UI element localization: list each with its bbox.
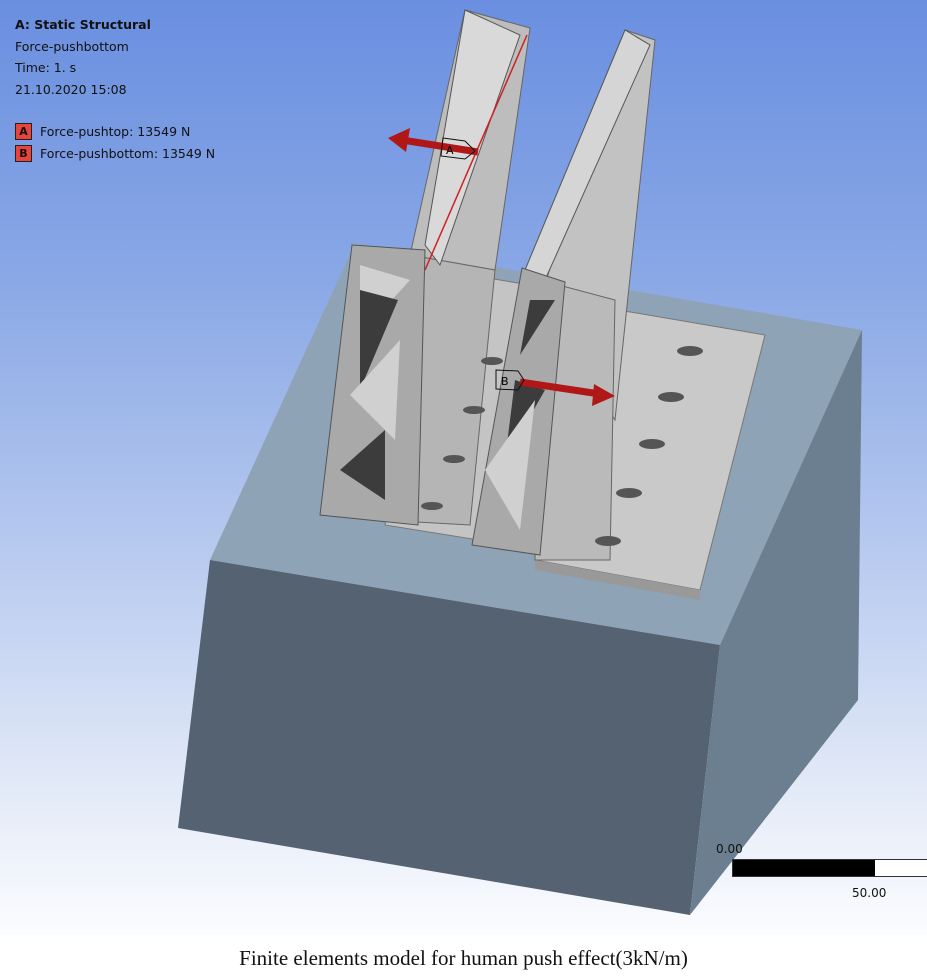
legend-tag-b: B [15, 144, 32, 162]
force-tag-a: A [446, 144, 454, 157]
date-label: 21.10.2020 15:08 [15, 81, 127, 97]
force-tag-b: B [501, 375, 509, 388]
analysis-title: A: Static Structural [15, 17, 151, 32]
bolt-holes [421, 346, 703, 546]
figure-caption: Finite elements model for human push eff… [239, 946, 688, 970]
scale-start: 0.00 [716, 842, 743, 856]
legend-label-a: Force-pushtop: 13549 N [40, 123, 191, 139]
result-name: Force-pushbottom [15, 38, 129, 54]
block-right-face [690, 330, 862, 915]
block-front-face [178, 560, 720, 915]
legend-item-a[interactable]: A Force-pushtop: 13549 N [15, 120, 215, 142]
force-arrow-a: A [388, 128, 479, 160]
model-geometry: A B [178, 9, 862, 915]
legend-tag-a: A [15, 122, 32, 140]
result-info: A: Static Structural Force-pushbottom Ti… [15, 14, 151, 100]
rail-left-flange [424, 9, 521, 267]
3d-viewport[interactable]: A B A: Static Structural Force-pushbotto… [0, 0, 927, 935]
legend-item-b[interactable]: B Force-pushbottom: 13549 N [15, 142, 215, 164]
scale-bar-graphic [732, 859, 927, 877]
legend-label-b: Force-pushbottom: 13549 N [40, 145, 216, 161]
scale-end: 50.00 [852, 886, 887, 900]
time-label: Time: 1. s [15, 60, 77, 75]
force-arrow-b: B [495, 369, 615, 406]
load-legend: A Force-pushtop: 13549 N B Force-pushbot… [15, 120, 215, 164]
